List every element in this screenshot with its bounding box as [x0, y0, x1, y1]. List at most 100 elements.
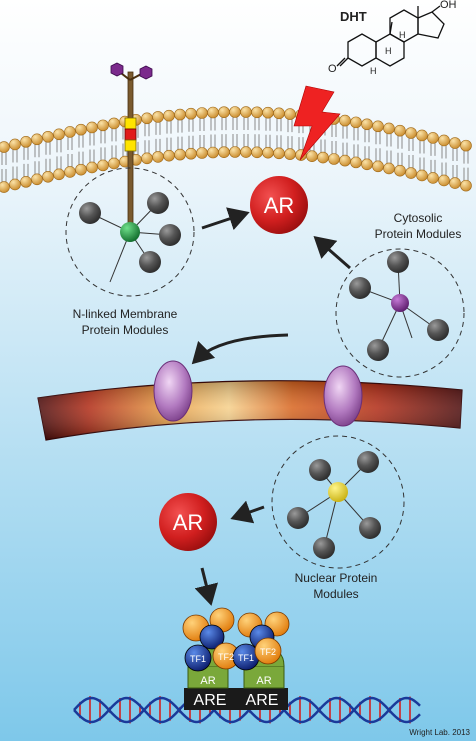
lipid-head [273, 147, 285, 160]
protein-node [313, 537, 335, 559]
protein-node [387, 251, 409, 273]
lipid-head [438, 134, 450, 147]
lipid-head [141, 112, 153, 125]
protein-node [139, 251, 161, 273]
ring-label-h: H [399, 30, 406, 40]
lipid-head [427, 132, 439, 144]
tf-label: TF1 [238, 653, 254, 663]
lipid-head [328, 153, 340, 165]
lipid-head [31, 133, 43, 146]
lipid-head [339, 114, 351, 127]
transmembrane-receptor [110, 62, 153, 235]
lipid-head [75, 123, 87, 136]
lipid-head [196, 147, 208, 159]
lipid-head [372, 120, 384, 133]
ar-nucleus-label: AR [173, 510, 204, 535]
lipid-head [240, 146, 252, 158]
lipid-head [218, 146, 230, 158]
lipid-head [350, 156, 362, 169]
ring-label-h: H [385, 46, 392, 56]
lipid-head [284, 148, 296, 160]
lipid-head [306, 150, 318, 163]
lipid-head [394, 124, 406, 137]
lipid-head [196, 107, 208, 119]
ring-label-oh: OH [440, 0, 457, 11]
lipid-head [64, 166, 76, 178]
lipid-head [0, 181, 10, 193]
lipid-head [218, 106, 230, 118]
ring-label-h: H [370, 66, 377, 76]
lipid-head [449, 137, 461, 149]
are-elements [184, 688, 288, 710]
lipid-head [405, 167, 417, 179]
ar-nucleus [159, 493, 217, 551]
ar-dimer-label: AR [200, 675, 215, 687]
membrane-modules-label: Protein Modules [82, 323, 169, 337]
arrow-cytosolic-to-ar [313, 236, 351, 270]
lipid-head [185, 147, 197, 160]
tf-label: TF1 [190, 654, 206, 664]
lipid-head [53, 128, 65, 141]
nuclear-envelope [37, 360, 463, 441]
lipid-head [152, 151, 164, 163]
lipid-head [427, 172, 439, 184]
lipid-head [31, 173, 43, 186]
lipid-head [383, 122, 395, 135]
lipid-head [284, 108, 296, 120]
lipid-head [273, 107, 285, 120]
lipid-head [0, 141, 10, 153]
lipid-head [185, 107, 197, 120]
membrane-protein-module [65, 167, 195, 297]
lipid-head [86, 121, 98, 134]
lipid-head [207, 146, 219, 159]
nuclear-modules-label: Nuclear Protein [295, 571, 378, 585]
tf2-node [254, 637, 282, 665]
lipid-head [438, 174, 450, 187]
lipid-head [350, 116, 362, 129]
protein-node [359, 517, 381, 539]
cytosolic-protein-module [335, 248, 465, 378]
membrane-modules-label: N-linked Membrane [73, 307, 178, 321]
credit-label: Wright Lab. 2013 [409, 728, 470, 737]
protein-node [147, 192, 169, 214]
cytosolic-label: Cytosolic [394, 211, 443, 225]
lipid-head [229, 146, 241, 158]
lipid-head [449, 177, 461, 189]
dht-label: DHT [340, 9, 367, 24]
glycan-hexagon-icon [139, 65, 153, 80]
protein-node [349, 277, 371, 299]
lipid-head [416, 129, 428, 142]
arrow-to-ar [201, 207, 250, 231]
lipid-head [339, 154, 351, 167]
arrow-to-dna [194, 567, 219, 606]
hub-node-yellow [328, 482, 348, 502]
hub-node-purple [391, 294, 409, 312]
lipid-head [163, 149, 175, 162]
lipid-head [174, 108, 186, 121]
lipid-head [361, 118, 373, 131]
protein-node [357, 451, 379, 473]
cytosolic-label: Protein Modules [375, 227, 462, 241]
lipid-head [42, 170, 54, 183]
protein-node [79, 202, 101, 224]
hub-node-green [120, 222, 140, 242]
lipid-head [9, 178, 21, 191]
tf1-node [184, 644, 212, 672]
protein-node [309, 459, 331, 481]
lipid-head [240, 106, 252, 118]
are-label: ARE [194, 692, 227, 709]
ar-cytoplasm-label: AR [264, 193, 295, 218]
lipid-head [64, 126, 76, 138]
lipid-head [141, 152, 153, 165]
protein-node [287, 507, 309, 529]
lipid-head [97, 119, 109, 132]
nuclear-pore [323, 365, 363, 427]
lightning-bolt-icon [293, 85, 341, 161]
lipid-head [251, 106, 263, 119]
lipid-head [372, 160, 384, 173]
lipid-head [251, 146, 263, 159]
dht-structure [336, 5, 445, 67]
are-label: ARE [246, 692, 279, 709]
plasma-membrane [0, 106, 472, 193]
